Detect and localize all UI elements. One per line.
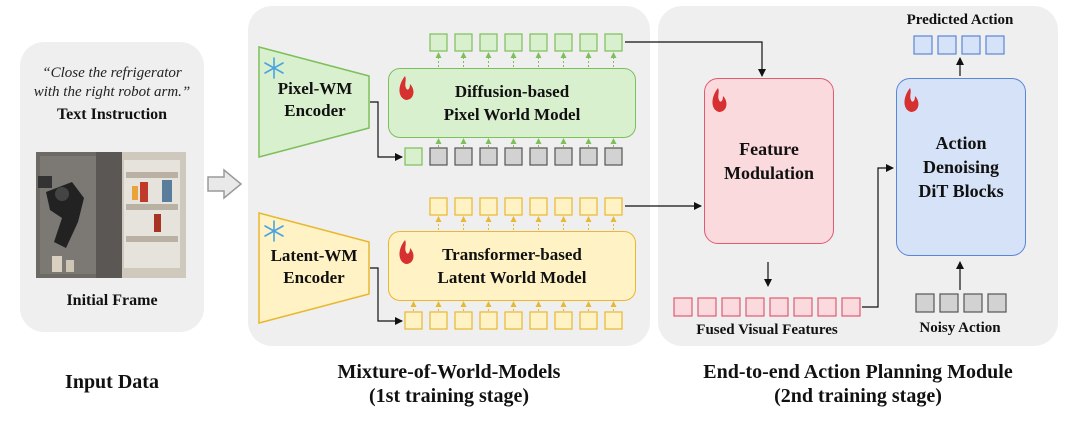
initial-frame-image	[36, 152, 186, 278]
latent-model-line-2: Latent World Model	[437, 268, 587, 287]
mixture-caption-line-2: (1st training stage)	[369, 385, 529, 407]
pixel-wm-encoder-label: Pixel-WM Encoder	[260, 78, 370, 122]
latent-model-line-1: Transformer-based	[442, 245, 582, 264]
snowflake-icon	[264, 57, 284, 79]
dit-line-2: Denoising	[922, 157, 999, 177]
latent-world-model: Transformer-based Latent World Model	[388, 231, 636, 301]
flame-icon-dit	[904, 88, 919, 112]
feature-modulation-block: Feature Modulation	[704, 78, 834, 244]
latent-input-tokens	[404, 311, 623, 330]
latent-output-tokens	[429, 197, 623, 216]
instruction-quote-line-2: with the right robot arm.”	[33, 84, 191, 100]
fused-visual-features-label: Fused Visual Features	[696, 322, 838, 338]
feature-modulation-line-2: Modulation	[723, 163, 815, 183]
planning-caption-line-1: End-to-end Action Planning Module	[703, 361, 1013, 383]
feature-modulation-line-1: Feature	[739, 139, 799, 159]
pixel-model-line-2: Pixel World Model	[443, 105, 581, 124]
hollow-arrow-icon	[207, 168, 243, 200]
text-instruction-label: Text Instruction	[56, 106, 168, 123]
noisy-action-tokens	[915, 293, 1007, 313]
pixel-encoder-line-2: Encoder	[284, 101, 346, 120]
planning-caption-line-2: (2nd training stage)	[774, 385, 942, 407]
flame-icon-pixel-model	[399, 76, 414, 100]
instruction-quote-line-1: “Close the refrigerator	[42, 65, 182, 81]
mixture-caption: Mixture-of-World-Models (1st training st…	[248, 360, 650, 408]
snowflake-icon-latent	[264, 220, 284, 242]
pixel-input-tokens	[404, 147, 623, 166]
instruction-quote: “Close the refrigerator with the right r…	[20, 64, 204, 102]
mixture-caption-line-1: Mixture-of-World-Models	[337, 361, 561, 383]
dit-line-3: DiT Blocks	[918, 181, 1004, 201]
noisy-action-label: Noisy Action	[919, 320, 1001, 336]
pixel-world-model: Diffusion-based Pixel World Model	[388, 68, 636, 138]
pixel-wm-encoder	[258, 46, 370, 158]
dit-line-1: Action	[935, 133, 987, 153]
latent-wm-encoder	[258, 212, 370, 324]
pixel-output-tokens	[429, 33, 623, 52]
input-data-caption: Input Data	[65, 371, 159, 393]
initial-frame-label: Initial Frame	[66, 292, 158, 309]
flame-icon-latent-model	[399, 240, 414, 264]
flame-icon-feature-modulation	[712, 88, 727, 112]
planning-caption: End-to-end Action Planning Module (2nd t…	[658, 360, 1058, 408]
latent-encoder-line-2: Encoder	[283, 268, 345, 287]
fused-visual-feature-tokens	[673, 297, 861, 317]
pixel-encoder-line-1: Pixel-WM	[277, 79, 353, 98]
latent-encoder-line-1: Latent-WM	[270, 246, 358, 265]
predicted-action-label: Predicted Action	[906, 12, 1014, 28]
predicted-action-tokens	[913, 35, 1005, 55]
latent-wm-encoder-label: Latent-WM Encoder	[258, 245, 370, 289]
pixel-model-line-1: Diffusion-based	[454, 82, 570, 101]
